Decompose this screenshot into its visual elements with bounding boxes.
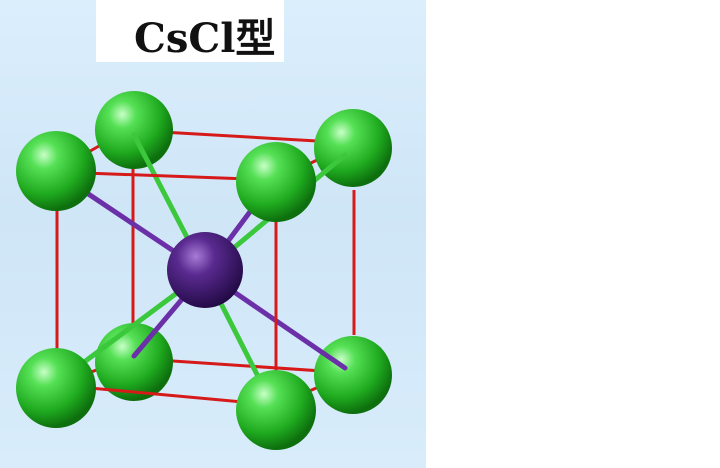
chloride-atom-front-bottom-right — [236, 370, 316, 450]
chloride-atom-back-top-left — [95, 91, 173, 169]
cesium-atom-center — [167, 232, 243, 308]
diagram-title: CsCl型 — [134, 15, 276, 62]
chloride-atom-back-top-right — [314, 109, 392, 187]
chloride-atom-back-bottom-right — [314, 336, 392, 414]
chloride-atom-front-top-left — [16, 131, 96, 211]
chloride-atom-front-bottom-left — [16, 348, 96, 428]
chloride-atom-front-top-right — [236, 142, 316, 222]
title-box — [96, 0, 284, 62]
cscl-unit-cell — [16, 91, 392, 450]
